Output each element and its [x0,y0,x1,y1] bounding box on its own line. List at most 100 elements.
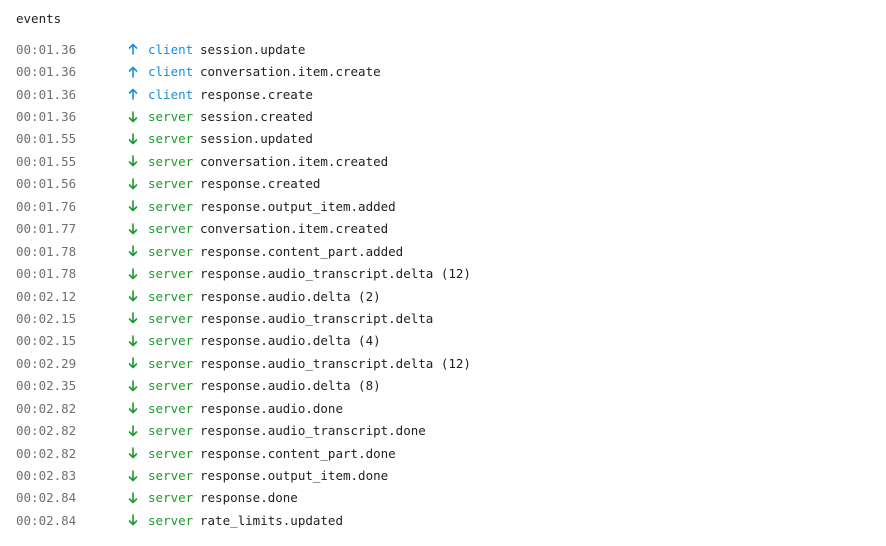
arrow-up-icon [128,66,148,78]
arrow-down-icon [128,267,148,280]
event-source: server [148,288,194,304]
event-name: response.output_item.done [200,468,389,484]
event-name: response.create [200,86,313,102]
event-name: response.output_item.added [200,198,396,214]
event-timestamp: 00:01.36 [16,64,77,80]
event-name: session.created [200,109,313,125]
event-timestamp: 00:02.83 [16,468,77,484]
event-source: client [148,64,194,80]
panel-title: events [16,11,62,26]
arrow-down-icon [128,290,148,302]
arrow-down-icon [128,312,148,324]
event-source: server [148,400,194,416]
event-row[interactable]: 00:02.15 server response.audio.delta (4) [16,330,876,352]
event-timestamp: 00:02.82 [16,423,77,439]
arrow-up-icon [128,43,148,56]
event-row[interactable]: 00:02.29 server response.audio_transcrip… [16,352,876,374]
event-name: session.update [200,41,306,57]
event-source: server [148,131,194,147]
event-timestamp: 00:02.29 [16,355,77,371]
event-source: server [148,153,194,169]
arrow-down-icon [128,222,148,235]
event-source: server [148,221,194,237]
arrow-down-icon [128,178,148,190]
event-source: server [148,490,194,506]
event-timestamp: 00:01.36 [16,109,77,125]
event-row[interactable]: 00:01.78 server response.content_part.ad… [16,240,876,262]
event-row[interactable]: 00:01.55 server session.updated [16,128,876,150]
event-source: server [148,176,194,192]
event-row[interactable]: 00:01.77 server conversation.item.create… [16,218,876,240]
event-name: response.created [200,176,321,192]
event-timestamp: 00:01.36 [16,86,77,102]
event-timestamp: 00:01.55 [16,131,77,147]
event-name: response.audio.delta (8) [200,378,381,394]
event-timestamp: 00:02.82 [16,445,77,461]
event-row[interactable]: 00:01.56 server response.created [16,173,876,195]
event-name: response.audio_transcript.done [200,423,426,439]
arrow-down-icon [128,335,148,347]
event-row[interactable]: 00:01.36 client conversation.item.create [16,60,876,82]
event-timestamp: 00:02.35 [16,378,77,394]
event-row[interactable]: 00:01.76 server response.output_item.add… [16,195,876,217]
event-source: server [148,468,194,484]
arrow-down-icon [128,200,148,212]
arrow-down-icon [128,379,148,392]
event-timestamp: 00:01.77 [16,221,77,237]
event-timestamp: 00:01.76 [16,198,77,214]
arrow-down-icon [128,357,148,369]
event-row[interactable]: 00:02.83 server response.output_item.don… [16,464,876,486]
event-source: server [148,266,194,282]
event-name: response.audio_transcript.delta [200,310,434,326]
arrow-down-icon [128,133,148,145]
event-timestamp: 00:01.56 [16,176,77,192]
event-timestamp: 00:02.15 [16,333,77,349]
event-row[interactable]: 00:02.84 server rate_limits.updated [16,509,876,531]
event-source: server [148,333,194,349]
event-name: response.audio.done [200,400,343,416]
event-name: response.audio_transcript.delta (12) [200,266,471,282]
event-source: server [148,423,194,439]
event-timestamp: 00:02.12 [16,288,77,304]
events-panel: events 00:01.36 client session.update 00… [16,10,876,532]
event-timestamp: 00:01.36 [16,41,77,57]
event-timestamp: 00:02.82 [16,400,77,416]
event-row[interactable]: 00:01.36 server session.created [16,105,876,127]
event-name: response.content_part.added [200,243,404,259]
event-row[interactable]: 00:01.36 client response.create [16,83,876,105]
event-source: server [148,109,194,125]
event-name: conversation.item.created [200,221,389,237]
arrow-down-icon [128,424,148,437]
event-row[interactable]: 00:01.78 server response.audio_transcrip… [16,262,876,284]
event-row[interactable]: 00:02.84 server response.done [16,487,876,509]
event-name: session.updated [200,131,313,147]
event-row[interactable]: 00:02.82 server response.audio_transcrip… [16,419,876,441]
arrow-down-icon [128,447,148,459]
event-timestamp: 00:01.78 [16,266,77,282]
event-row[interactable]: 00:02.82 server response.content_part.do… [16,442,876,464]
event-source: server [148,355,194,371]
event-source: server [148,378,194,394]
event-row[interactable]: 00:02.82 server response.audio.done [16,397,876,419]
event-timestamp: 00:01.55 [16,153,77,169]
event-row[interactable]: 00:02.15 server response.audio_transcrip… [16,307,876,329]
arrow-up-icon [128,88,148,100]
event-name: conversation.item.create [200,64,381,80]
event-name: response.audio.delta (2) [200,288,381,304]
event-timestamp: 00:01.78 [16,243,77,259]
event-source: client [148,41,194,57]
event-row[interactable]: 00:02.12 server response.audio.delta (2) [16,285,876,307]
event-row[interactable]: 00:02.35 server response.audio.delta (8) [16,375,876,397]
event-row[interactable]: 00:01.55 server conversation.item.create… [16,150,876,172]
event-timestamp: 00:02.15 [16,310,77,326]
event-source: server [148,243,194,259]
event-name: response.audio.delta (4) [200,333,381,349]
arrow-down-icon [128,402,148,414]
event-source: server [148,445,194,461]
event-source: server [148,310,194,326]
event-name: conversation.item.created [200,153,389,169]
event-row[interactable]: 00:01.36 client session.update [16,38,876,60]
event-log: 00:01.36 client session.update 00:01.36 … [16,38,876,532]
event-name: response.done [200,490,298,506]
arrow-down-icon [128,469,148,482]
